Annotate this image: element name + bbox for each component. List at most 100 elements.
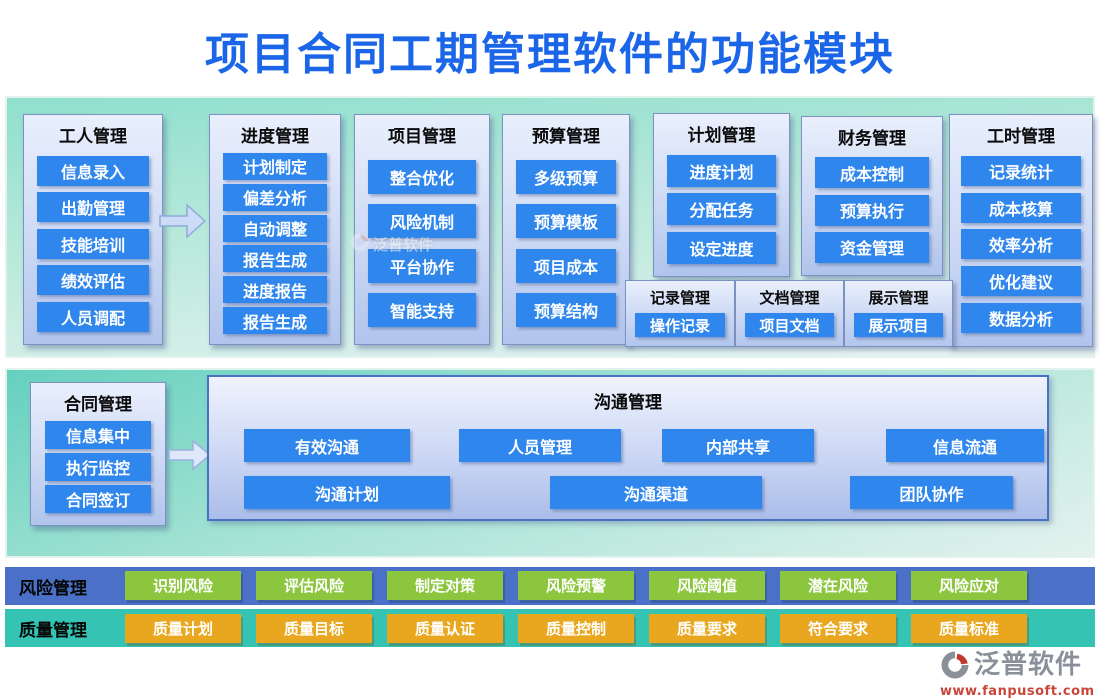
contract-management-box: 合同管理 信息集中 执行监控 合同签订 <box>30 382 166 526</box>
module-button[interactable]: 数据分析 <box>961 303 1081 334</box>
workhour-management-title: 工时管理 <box>987 127 1055 147</box>
module-button[interactable]: 风险机制 <box>368 204 476 239</box>
page-title: 项目合同工期管理软件的功能模块 <box>205 29 895 80</box>
progress-management-title: 进度管理 <box>241 127 309 147</box>
quality-button[interactable]: 质量要求 <box>649 614 765 643</box>
risk-button[interactable]: 评估风险 <box>256 571 372 600</box>
watermark-logo: 泛普软件 <box>350 232 433 256</box>
risk-button[interactable]: 风险预警 <box>518 571 634 600</box>
watermark-swirl-icon <box>350 232 370 256</box>
module-button[interactable]: 效率分析 <box>961 229 1081 260</box>
module-button[interactable]: 信息流通 <box>886 429 1044 462</box>
module-button[interactable]: 操作记录 <box>635 313 725 337</box>
record-management-box: 记录管理 操作记录 <box>625 280 735 347</box>
risk-button[interactable]: 潜在风险 <box>780 571 896 600</box>
module-button[interactable]: 项目成本 <box>516 248 616 283</box>
module-button[interactable]: 智能支持 <box>368 293 476 328</box>
quality-button[interactable]: 质量控制 <box>518 614 634 643</box>
contract-management-title: 合同管理 <box>64 395 132 415</box>
module-button[interactable]: 执行监控 <box>45 453 151 481</box>
module-button[interactable]: 预算模板 <box>516 204 616 239</box>
contract-management-items: 信息集中 执行监控 合同签订 <box>31 415 165 525</box>
quality-button[interactable]: 质量标准 <box>911 614 1027 643</box>
module-button[interactable]: 自动调整 <box>223 214 327 242</box>
worker-management-title: 工人管理 <box>59 127 127 147</box>
module-button[interactable]: 优化建议 <box>961 266 1081 297</box>
module-button[interactable]: 偏差分析 <box>223 183 327 211</box>
module-button[interactable]: 设定进度 <box>667 231 776 264</box>
worker-management-items: 信息录入 出勤管理 技能培训 绩效评估 人员调配 <box>24 147 162 344</box>
arrow-right-icon <box>158 202 208 244</box>
budget-management-title: 预算管理 <box>532 127 600 147</box>
module-button[interactable]: 信息集中 <box>45 421 151 449</box>
project-management-items: 整合优化 风险机制 平台协作 智能支持 <box>355 147 489 344</box>
module-button[interactable]: 预算结构 <box>516 293 616 328</box>
risk-management-bar: 风险管理 识别风险 评估风险 制定对策 风险预警 风险阈值 潜在风险 风险应对 <box>5 567 1095 605</box>
middle-panel: 合同管理 信息集中 执行监控 合同签订 沟通管理 有效沟通 人员管理 内部共享 … <box>5 368 1095 558</box>
module-button[interactable]: 多级预算 <box>516 159 616 194</box>
finance-management-title: 财务管理 <box>838 129 906 149</box>
module-button[interactable]: 报告生成 <box>223 307 327 335</box>
communication-management-box: 沟通管理 有效沟通 人员管理 内部共享 信息流通 沟通计划 沟通渠道 团队协作 <box>207 375 1049 521</box>
module-button[interactable]: 人员管理 <box>459 429 621 462</box>
module-button[interactable]: 成本核算 <box>961 192 1081 223</box>
brand-name: 泛普软件 <box>974 650 1083 680</box>
workhour-management-items: 记录统计 成本核算 效率分析 优化建议 数据分析 <box>950 147 1092 346</box>
module-button[interactable]: 计划制定 <box>223 152 327 180</box>
module-button[interactable]: 绩效评估 <box>37 265 149 295</box>
progress-management-box: 进度管理 计划制定 偏差分析 自动调整 报告生成 进度报告 报告生成 <box>209 114 341 345</box>
plan-management-title: 计划管理 <box>687 126 756 146</box>
finance-management-items: 成本控制 预算执行 资金管理 <box>802 149 942 275</box>
module-button[interactable]: 合同签订 <box>45 485 151 513</box>
module-button[interactable]: 记录统计 <box>961 155 1081 186</box>
communication-management-title: 沟通管理 <box>594 393 662 413</box>
module-button[interactable]: 信息录入 <box>37 155 149 186</box>
module-button[interactable]: 团队协作 <box>850 476 1013 509</box>
worker-management-box: 工人管理 信息录入 出勤管理 技能培训 绩效评估 人员调配 <box>23 114 163 345</box>
module-button[interactable]: 进度计划 <box>667 154 776 187</box>
module-button[interactable]: 出勤管理 <box>37 192 149 222</box>
top-modules-panel: 工人管理 信息录入 出勤管理 技能培训 绩效评估 人员调配 进度管理 计划制定 … <box>5 96 1095 358</box>
module-button[interactable]: 技能培训 <box>37 228 149 259</box>
module-button[interactable]: 分配任务 <box>667 193 776 225</box>
project-management-title: 项目管理 <box>388 127 456 147</box>
module-button[interactable]: 成本控制 <box>815 157 929 189</box>
risk-button[interactable]: 风险阈值 <box>649 571 765 600</box>
display-management-title: 展示管理 <box>868 289 929 307</box>
module-button[interactable]: 人员调配 <box>37 301 149 332</box>
arrow-right-icon <box>167 438 213 476</box>
risk-button[interactable]: 制定对策 <box>387 571 503 600</box>
budget-management-box: 预算管理 多级预算 预算模板 项目成本 预算结构 <box>502 114 630 345</box>
finance-management-box: 财务管理 成本控制 预算执行 资金管理 <box>801 116 943 276</box>
module-button[interactable]: 有效沟通 <box>244 429 410 462</box>
risk-button[interactable]: 识别风险 <box>125 571 241 600</box>
module-button[interactable]: 项目文档 <box>745 313 834 337</box>
module-button[interactable]: 整合优化 <box>368 159 476 194</box>
risk-buttons: 识别风险 评估风险 制定对策 风险预警 风险阈值 潜在风险 风险应对 <box>125 571 1027 600</box>
module-button[interactable]: 沟通渠道 <box>550 476 762 509</box>
module-button[interactable]: 内部共享 <box>662 429 814 462</box>
module-button[interactable]: 报告生成 <box>223 245 327 273</box>
quality-buttons: 质量计划 质量目标 质量认证 质量控制 质量要求 符合要求 质量标准 <box>125 614 1027 643</box>
watermark-text: 泛普软件 <box>373 235 434 254</box>
plan-management-box: 计划管理 进度计划 分配任务 设定进度 <box>653 113 790 277</box>
module-button[interactable]: 展示项目 <box>854 313 943 337</box>
progress-management-items: 计划制定 偏差分析 自动调整 报告生成 进度报告 报告生成 <box>210 147 340 344</box>
brand-website-link[interactable]: www.fanpusoft.com <box>940 684 1095 699</box>
plan-management-items: 进度计划 分配任务 设定进度 <box>654 146 789 276</box>
risk-button[interactable]: 风险应对 <box>911 571 1027 600</box>
module-button[interactable]: 平台协作 <box>368 248 476 283</box>
quality-button[interactable]: 符合要求 <box>780 614 896 643</box>
module-button[interactable]: 进度报告 <box>223 276 327 304</box>
brand-swirl-icon <box>940 650 970 684</box>
quality-button[interactable]: 质量计划 <box>125 614 241 643</box>
quality-button[interactable]: 质量认证 <box>387 614 503 643</box>
document-management-box: 文档管理 项目文档 <box>735 280 844 347</box>
module-button[interactable]: 沟通计划 <box>244 476 450 509</box>
project-management-box: 项目管理 整合优化 风险机制 平台协作 智能支持 <box>354 114 490 345</box>
workhour-management-box: 工时管理 记录统计 成本核算 效率分析 优化建议 数据分析 <box>949 114 1093 347</box>
quality-button[interactable]: 质量目标 <box>256 614 372 643</box>
quality-management-label: 质量管理 <box>19 620 87 641</box>
module-button[interactable]: 资金管理 <box>815 231 929 263</box>
module-button[interactable]: 预算执行 <box>815 194 929 226</box>
